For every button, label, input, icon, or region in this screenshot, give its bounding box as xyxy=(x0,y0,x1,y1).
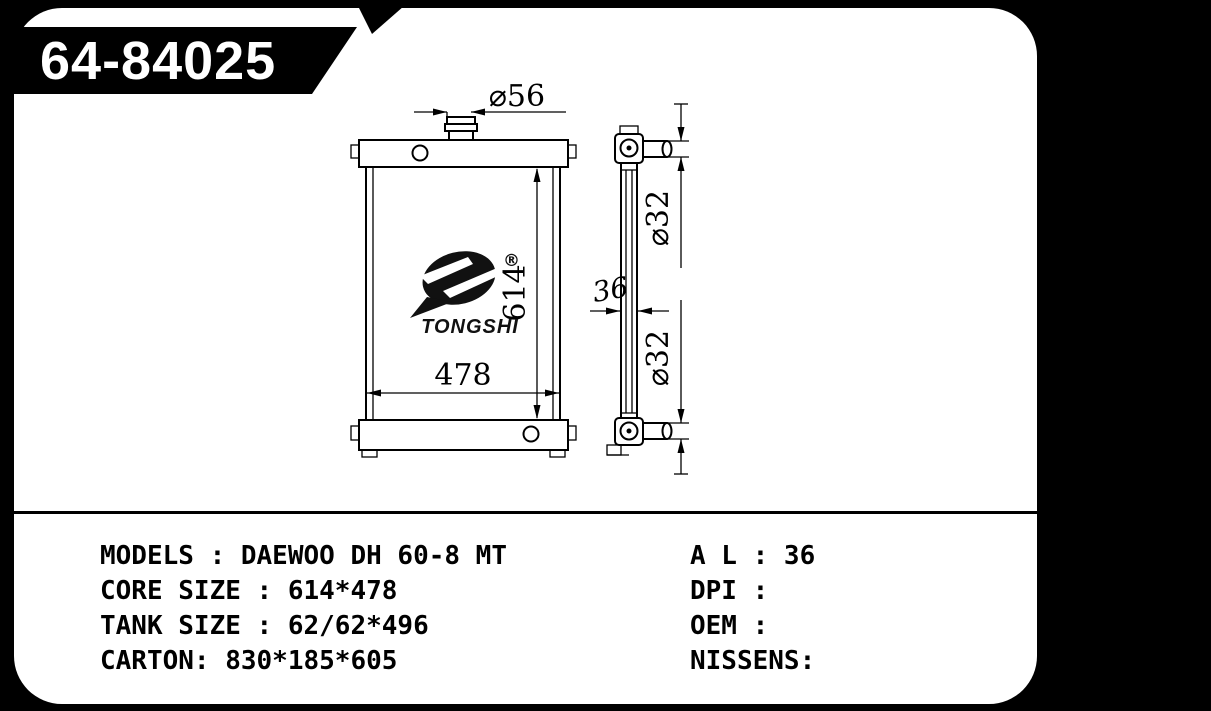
cap-top xyxy=(446,116,476,125)
logo-wordmark: TONGSHI xyxy=(421,316,519,338)
registered-mark: ® xyxy=(503,251,520,271)
dim-depth: 36 xyxy=(590,270,669,315)
bottom-pipe-end xyxy=(661,422,673,440)
tongshi-logo-icon xyxy=(410,251,500,318)
dim-pipe-top-diameter: ⌀32 xyxy=(641,103,689,268)
side-bottom-fitting xyxy=(614,417,644,446)
bottom-bracket-left xyxy=(350,425,360,441)
foot-right xyxy=(549,449,566,458)
banner-shape xyxy=(0,27,357,94)
filler-neck xyxy=(448,130,474,141)
spec-nissens: NISSENS: xyxy=(690,646,816,676)
dim-cap-diameter: ⌀56 xyxy=(414,79,566,119)
spec-tank-size: TANK SIZE : 62/62*496 xyxy=(100,611,429,641)
pipe-bottom-diameter-label: ⌀32 xyxy=(641,330,676,386)
pipe-top-diameter-label: ⌀32 xyxy=(641,190,676,246)
side-bottom-bolt-center xyxy=(626,428,632,434)
radiator-front-view xyxy=(350,116,577,458)
top-tank xyxy=(358,139,569,168)
part-number-text: 64-84025 xyxy=(40,31,276,91)
filler-cap xyxy=(444,116,478,141)
top-bracket-left xyxy=(350,144,360,159)
side-bottom-foot xyxy=(606,444,622,456)
dim-core-height: 614 xyxy=(498,168,541,419)
core-width-label: 478 xyxy=(434,358,491,393)
top-bracket-right xyxy=(567,144,577,159)
side-top-bolt-center xyxy=(626,145,632,151)
spec-core-size: CORE SIZE : 614*478 xyxy=(100,576,398,606)
dim-pipe-bottom-diameter: ⌀32 xyxy=(641,300,689,475)
radiator-side-view xyxy=(606,125,673,456)
white-sheet xyxy=(14,8,1037,704)
top-pipe-end xyxy=(661,140,673,158)
depth-label: 36 xyxy=(590,270,631,309)
part-number-banner: 64-84025 xyxy=(0,6,404,94)
bottom-tank-hole xyxy=(522,425,540,443)
core-height-label: 614 xyxy=(498,264,533,321)
section-divider xyxy=(14,511,1037,514)
spec-models: MODELS : DAEWOO DH 60-8 MT xyxy=(100,541,507,571)
spec-dpi: DPI : xyxy=(690,576,769,606)
banner-corner-wedge xyxy=(358,6,404,34)
side-top-bolt xyxy=(619,138,639,158)
side-bottom-bolt xyxy=(619,421,639,441)
spec-oem: OEM : xyxy=(690,611,769,641)
side-top-fitting xyxy=(614,133,644,164)
cap-diameter-label: ⌀56 xyxy=(489,79,545,114)
tongshi-logo: ® TONGSHI xyxy=(410,251,520,338)
dim-core-width: 478 xyxy=(367,358,559,397)
bottom-tank xyxy=(358,419,569,451)
cap-flange xyxy=(444,123,478,132)
foot-left xyxy=(361,449,378,458)
spec-al: A L : 36 xyxy=(690,541,816,571)
bottom-bracket-right xyxy=(567,425,577,441)
spec-table: MODELS : DAEWOO DH 60-8 MT A L : 36 CORE… xyxy=(100,541,815,681)
side-top-tab xyxy=(619,125,639,135)
spec-carton: CARTON: 830*185*605 xyxy=(100,646,398,676)
top-tank-hole xyxy=(411,144,429,162)
